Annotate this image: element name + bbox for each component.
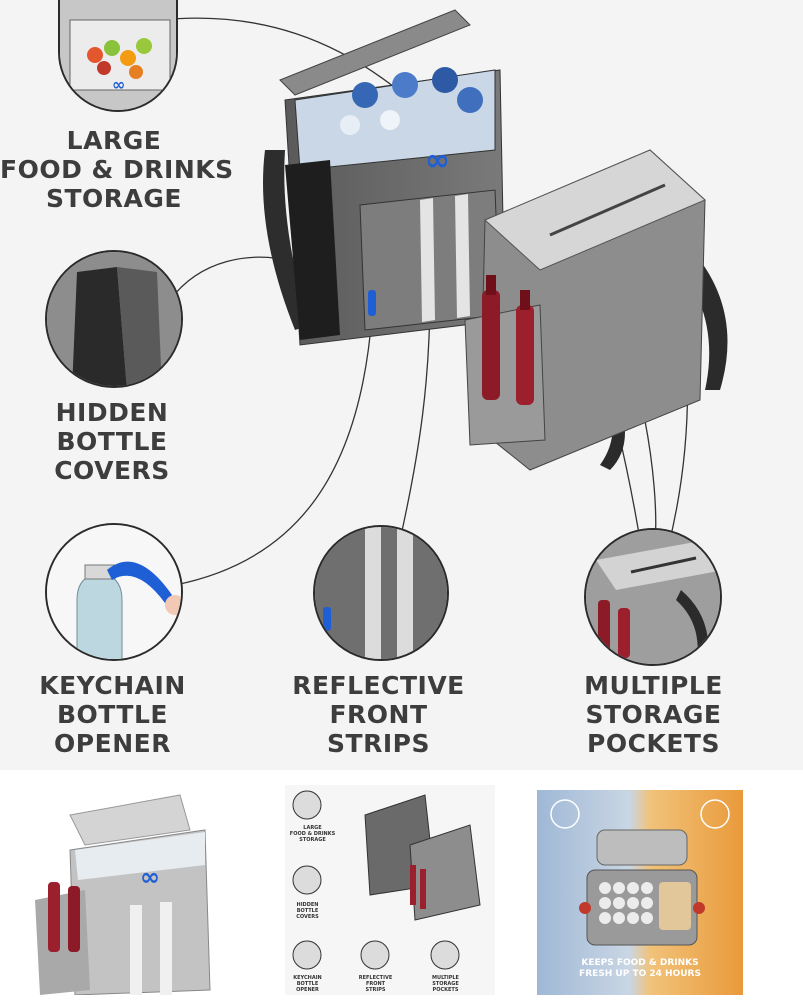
product-hero-image[interactable]: ∞ ∞ bbox=[0, 0, 803, 770]
storage-pockets-detail-image[interactable] bbox=[584, 528, 722, 666]
svg-text:∞: ∞ bbox=[140, 863, 160, 891]
bottle-opener-detail-image[interactable] bbox=[45, 523, 183, 661]
cooler-backpack-open: ∞ bbox=[263, 9, 506, 346]
cooler-backpack-closed bbox=[464, 149, 728, 471]
bottle-opener-icon bbox=[47, 525, 181, 659]
svg-text:∞: ∞ bbox=[112, 75, 125, 94]
bottle-covers-detail-image[interactable] bbox=[45, 250, 183, 388]
lunchbox-thumbnail-icon bbox=[550, 799, 730, 946]
cooler-thumbnail-icon: ∞ bbox=[35, 794, 211, 996]
svg-text:∞: ∞ bbox=[425, 143, 450, 178]
fruit-storage-icon: ∞ bbox=[60, 0, 176, 110]
thumbnail-1[interactable]: ∞ bbox=[30, 790, 230, 996]
storage-detail-image[interactable]: ∞ bbox=[58, 0, 178, 112]
infographic-thumbnail-icon bbox=[292, 790, 481, 970]
reflective-strip-icon bbox=[315, 527, 447, 659]
reflective-strips-detail-image[interactable] bbox=[313, 525, 449, 661]
pocket-icon bbox=[586, 530, 720, 664]
mesh-cover-icon bbox=[47, 252, 181, 386]
